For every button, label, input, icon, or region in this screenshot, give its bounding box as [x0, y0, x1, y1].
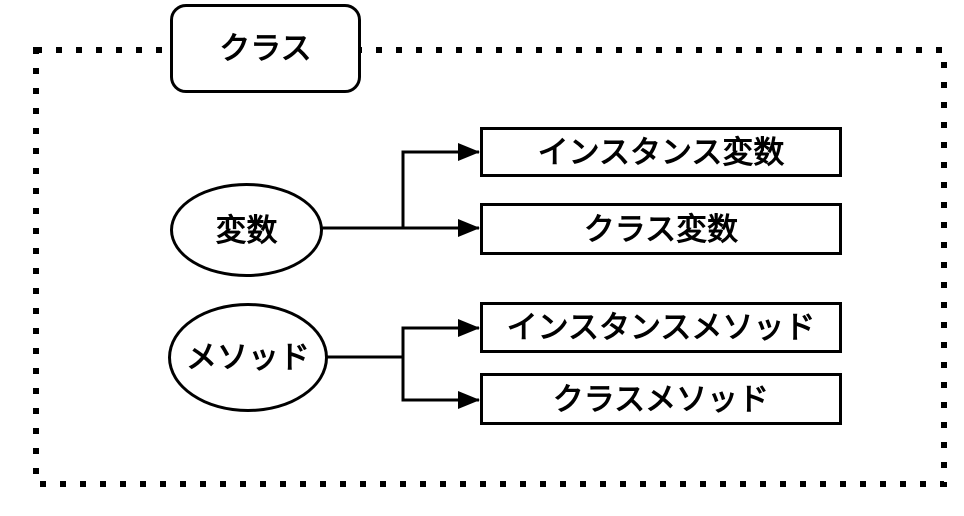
class-variable-label: クラス変数 — [583, 211, 739, 247]
methods-ellipse-node: メソッド — [168, 303, 328, 412]
instance-variable-node: インスタンス変数 — [480, 127, 842, 177]
class-variable-node: クラス変数 — [480, 203, 842, 255]
connector-methods-to-instance-method — [401, 319, 480, 357]
class-boundary-dotted-border — [33, 47, 947, 487]
instance-method-node: インスタンスメソッド — [480, 302, 842, 353]
class-method-node: クラスメソッド — [480, 373, 842, 425]
connector-methods-to-class-method — [401, 357, 480, 409]
methods-label: メソッド — [186, 340, 310, 375]
class-title-label: クラス — [219, 31, 312, 66]
instance-variable-label: インスタンス変数 — [537, 134, 785, 170]
class-title-node: クラス — [170, 4, 361, 93]
instance-method-label: インスタンスメソッド — [506, 310, 816, 345]
connector-variables-to-instance-variable — [401, 143, 480, 228]
class-method-label: クラスメソッド — [552, 381, 770, 417]
variables-ellipse-node: 変数 — [170, 183, 323, 277]
variables-label: 変数 — [215, 212, 278, 248]
